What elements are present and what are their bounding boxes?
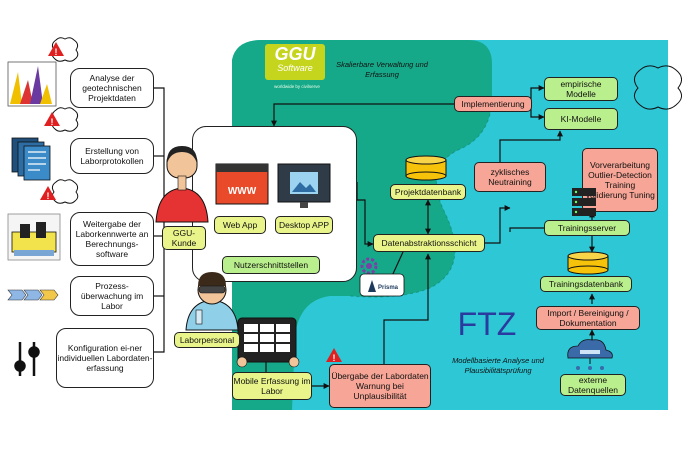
desktop-app-label[interactable]: Desktop APP bbox=[275, 216, 333, 234]
externe-datenquellen: externe Datenquellen bbox=[560, 374, 626, 396]
ggu-logo-text: GGU bbox=[274, 44, 316, 64]
brain-icon bbox=[51, 37, 682, 204]
empirische-modelle: empirische Modelle bbox=[544, 77, 618, 101]
ggu-logo: GGU Software bbox=[265, 44, 325, 80]
lab-worker-avatar-icon bbox=[185, 272, 239, 331]
sliders-icon bbox=[14, 342, 40, 376]
browser-icon: WWW bbox=[215, 163, 269, 205]
projektdatenbank: Projektdatenbank bbox=[390, 184, 466, 200]
task-analyse: Analyse der geotechnischen Projektdaten bbox=[70, 68, 154, 108]
preprocessing: Vorverarbeitung Outlier-Detection Traini… bbox=[582, 148, 658, 212]
laborpersonal: Laborpersonal bbox=[174, 332, 240, 348]
tablet-icon bbox=[236, 317, 300, 368]
www-text: WWW bbox=[228, 186, 257, 197]
implementierung: Implementierung bbox=[454, 96, 532, 112]
uebergabe-labordaten: Übergabe der Labordaten Warnung bei Unpl… bbox=[329, 364, 431, 408]
zyklisches-neutraining: zyklisches Neutraining bbox=[474, 162, 546, 192]
task-konfiguration: Konfiguration ei-ner individuellen Labor… bbox=[56, 328, 154, 388]
warning-icon: ! ! ! ! bbox=[40, 42, 342, 363]
database-icon bbox=[405, 155, 447, 181]
ftz-tagline: Modellbasierte Analyse und Plausibilität… bbox=[452, 356, 544, 375]
chart-icon bbox=[7, 61, 57, 107]
svg-text:!: ! bbox=[333, 353, 336, 363]
svg-text:!: ! bbox=[55, 47, 58, 57]
ftz-title: FTZ bbox=[457, 306, 517, 342]
process-arrows-icon bbox=[7, 289, 59, 301]
task-prozessueberwachung: Prozess-überwachung im Labor bbox=[70, 276, 154, 316]
task-weitergabe: Weitergabe der Laborkennwerte an Berechn… bbox=[70, 212, 154, 266]
server-icon bbox=[572, 188, 596, 216]
database-icon bbox=[567, 251, 609, 275]
ggu-logo-sub: Software bbox=[277, 63, 313, 73]
trainingsserver: Trainingsserver bbox=[544, 220, 630, 236]
mobile-erfassung: Mobile Erfassung im Labor bbox=[232, 372, 312, 400]
ggu-tagline: Skalierbare Verwaltung und Erfassung bbox=[336, 60, 428, 79]
datenabstraktionsschicht: Datenabstraktionsschicht bbox=[373, 234, 485, 252]
ggu-kunde-label: GGU-Kunde bbox=[162, 226, 206, 250]
import-bereinigung: Import / Bereinigung / Dokumentation bbox=[536, 306, 640, 330]
nutzerschnittstellen: Nutzerschnittstellen bbox=[222, 256, 320, 274]
documents-icon bbox=[11, 137, 51, 181]
task-laborprotokolle: Erstellung von Laborprotokollen bbox=[70, 138, 154, 174]
trainingsdatenbank: Trainingsdatenbank bbox=[540, 276, 632, 292]
cloud-database-icon bbox=[567, 339, 613, 370]
customer-avatar-icon bbox=[155, 146, 209, 223]
prisma-logo bbox=[359, 273, 405, 297]
prisma-label: Prisma bbox=[378, 285, 399, 291]
ggu-logo-caption: worldwide by civilserve bbox=[274, 84, 320, 89]
ki-modelle: KI-Modelle bbox=[544, 108, 618, 130]
svg-text:!: ! bbox=[51, 117, 54, 127]
desktop-icon bbox=[277, 163, 331, 208]
svg-text:!: ! bbox=[47, 191, 50, 201]
web-app-label[interactable]: Web App bbox=[214, 216, 266, 234]
gear-icon bbox=[360, 257, 378, 275]
lab-equipment-icon bbox=[7, 213, 61, 261]
